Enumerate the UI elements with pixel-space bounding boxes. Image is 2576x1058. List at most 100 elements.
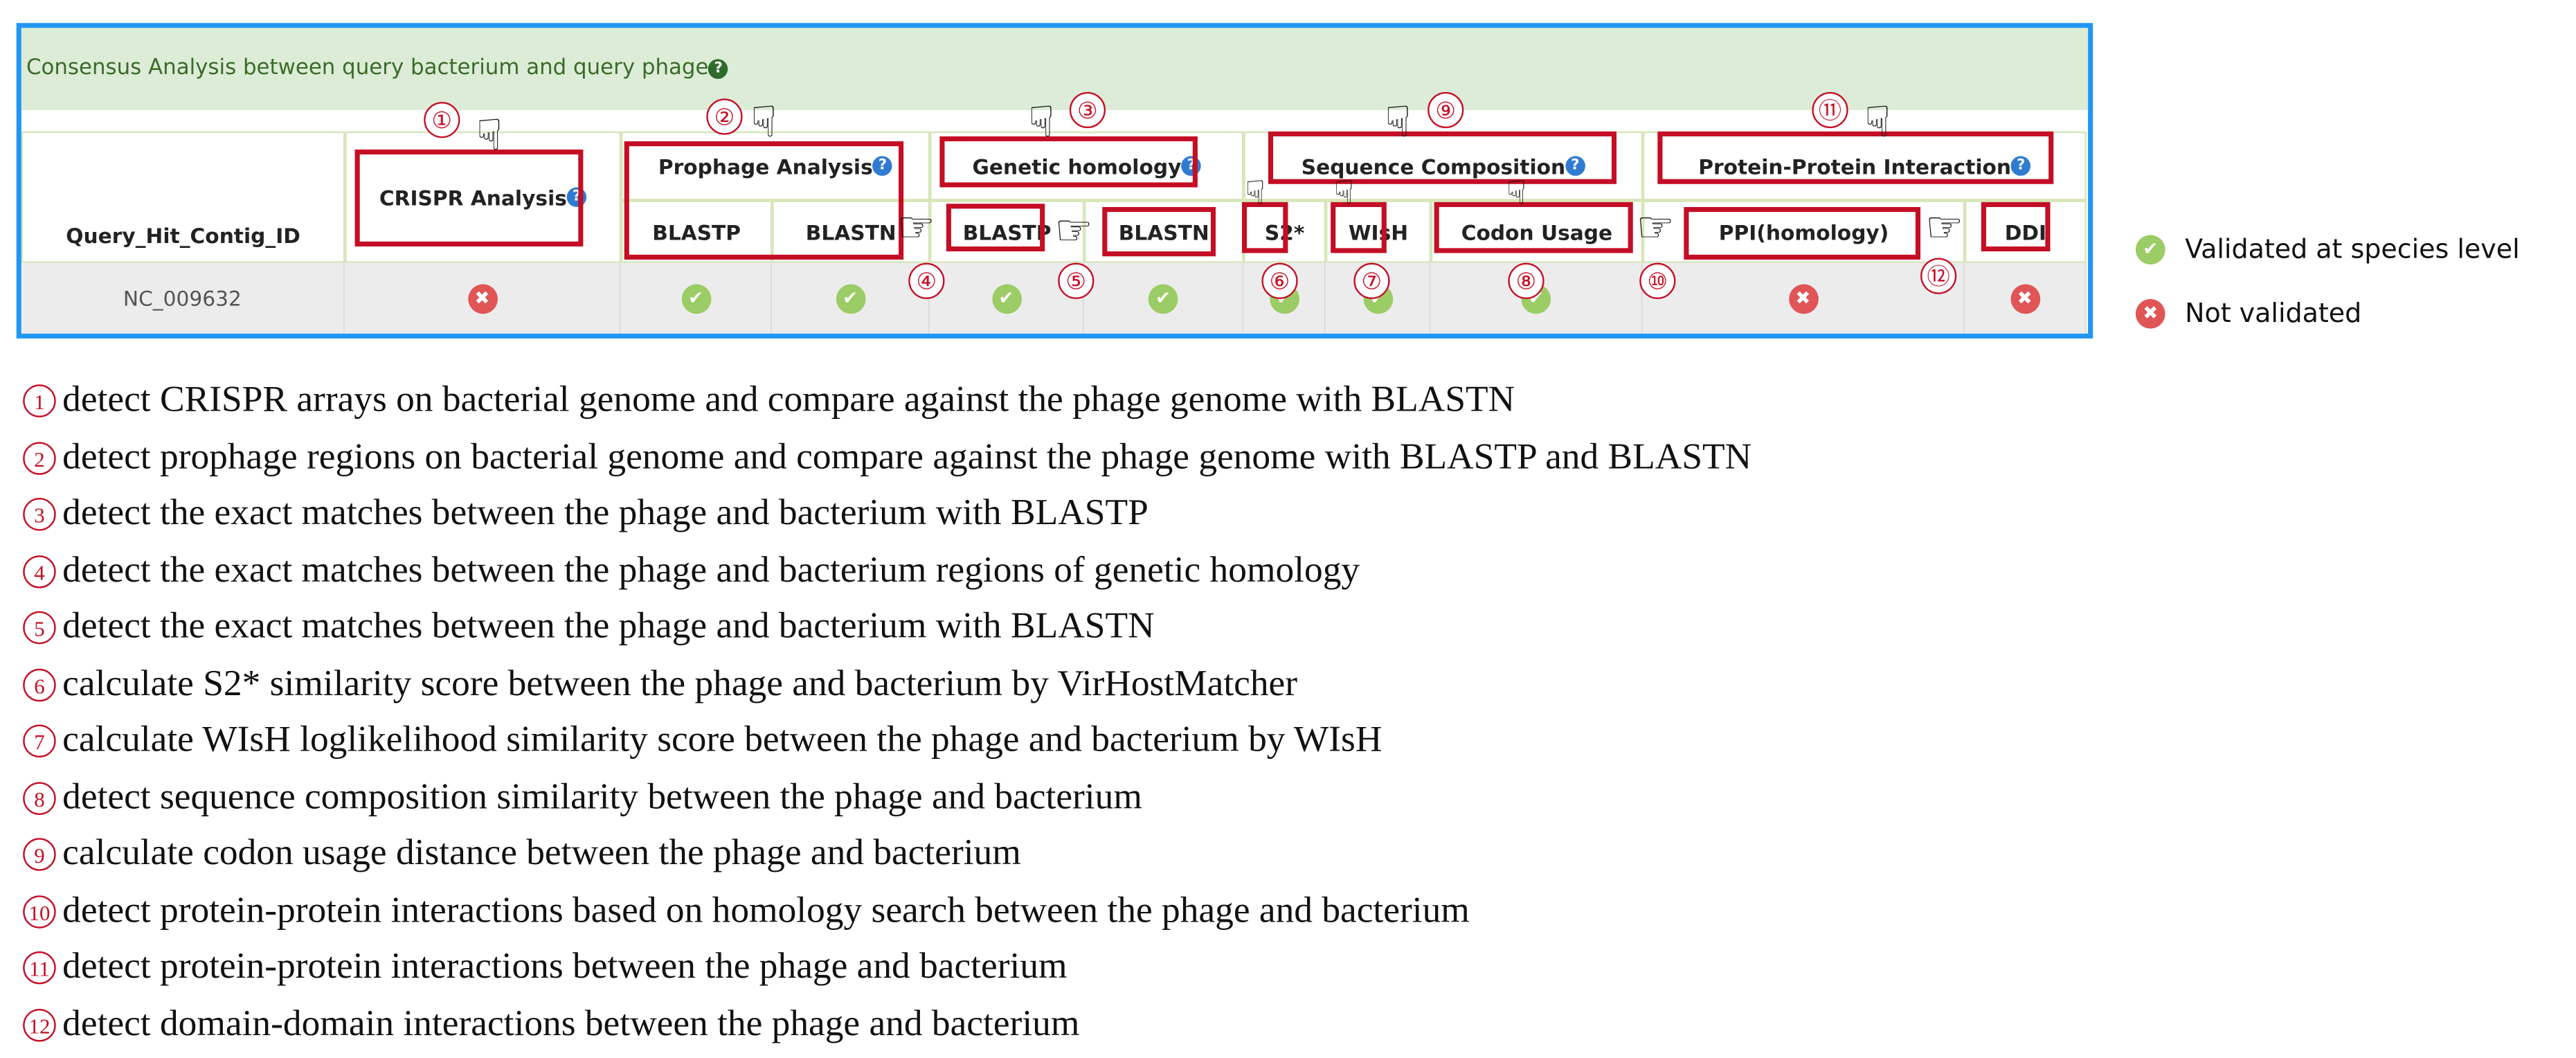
status-cell: ✔ [620, 262, 773, 334]
status-cell: ✖ [1965, 262, 2087, 334]
description-number: 6 [23, 667, 56, 701]
annotation-number: ① [424, 102, 460, 138]
description-text: detect the exact matches between the pha… [62, 604, 1155, 646]
status-cell: ✖ [345, 262, 621, 334]
description-text: detect protein-protein interactions betw… [62, 944, 1068, 986]
description-number: 5 [23, 611, 56, 645]
subheader-5: WIsH [1326, 200, 1431, 263]
description-text: detect domain-domain interactions betwee… [62, 1001, 1080, 1043]
highlight-box [1268, 131, 1617, 184]
description-number: 4 [23, 554, 56, 588]
group-label: Genetic homology [972, 153, 1182, 179]
subheader-6: Codon Usage [1430, 200, 1643, 263]
highlight-box [1241, 201, 1288, 253]
panel-header: Consensus Analysis between query bacteri… [21, 28, 2089, 110]
check-circle-icon: ✔ [991, 283, 1021, 314]
highlight-box [1434, 201, 1633, 253]
highlight-box [1684, 206, 1921, 260]
description-text: detect prophage regions on bacterial gen… [62, 434, 1752, 476]
subheader-label: DDI [2004, 219, 2047, 244]
x-circle-icon: ✖ [2010, 283, 2040, 314]
pointing-right-hand-icon: ☞ [1054, 206, 1093, 257]
legend-validated: ✔ Validated at species level [2135, 233, 2520, 265]
group-label: Sequence Composition [1301, 153, 1566, 179]
highlight-box [354, 149, 584, 246]
question-circle-icon[interactable]: ? [708, 58, 728, 78]
check-circle-icon: ✔ [681, 283, 711, 314]
subheader-3: BLASTN [1084, 200, 1244, 263]
group-crispr: CRISPR Analysis? [345, 131, 621, 263]
x-circle-icon: ✖ [467, 283, 497, 314]
pointing-down-hand-icon: ☟ [1864, 98, 1891, 148]
description-text: calculate WIsH loglikelihood similarity … [62, 718, 1382, 760]
pointing-down-hand-icon: ☟ [476, 111, 503, 161]
contig-id-cell: NC_009632 [21, 262, 345, 334]
group-label: Protein-Protein Interaction [1698, 153, 2012, 179]
description-text: detect sequence composition similarity b… [62, 774, 1142, 816]
legend-not-validated: ✖Not validated [2135, 297, 2362, 329]
description-text: detect the exact matches between the pha… [62, 548, 1360, 589]
check-circle-icon: ✔ [1148, 283, 1178, 314]
check-circle-icon: ✔ [2135, 234, 2165, 264]
pointing-down-hand-icon: ☟ [1506, 172, 1526, 213]
annotation-number: ⑩ [1639, 262, 1676, 299]
subheader-7: PPI(homology) [1643, 200, 1965, 263]
group-label: CRISPR Analysis [379, 184, 567, 210]
annotation-number: ⑦ [1353, 262, 1390, 299]
pointing-down-hand-icon: ☟ [1245, 172, 1266, 213]
subheader-1: BLASTN [772, 200, 930, 263]
description-number: 10 [23, 895, 56, 928]
help-icon[interactable]: ? [1565, 156, 1585, 176]
highlight-box [624, 141, 904, 260]
annotation-number: ⑨ [1427, 91, 1464, 129]
description-number: 7 [23, 724, 56, 757]
status-cell: ✖ [1643, 262, 1965, 334]
subheader-label: Codon Usage [1461, 219, 1613, 244]
id-header-label: Query_Hit_Contig_ID [66, 223, 300, 249]
annotation-number: ② [706, 98, 743, 135]
pointing-down-hand-icon: ☟ [1028, 98, 1055, 148]
description-text: detect the exact matches between the pha… [62, 491, 1149, 532]
highlight-box [1657, 131, 2054, 184]
annotation-number: ⑤ [1058, 262, 1095, 299]
help-icon[interactable]: ? [2011, 156, 2031, 176]
description-number: 12 [23, 1007, 56, 1041]
subheader-label: BLASTN [1118, 219, 1209, 244]
pointing-down-hand-icon: ☟ [750, 98, 777, 148]
highlight-box [939, 136, 1198, 188]
pointing-right-hand-icon: ☞ [897, 204, 935, 253]
description-text: calculate codon usage distance between t… [62, 831, 1021, 873]
legend-label: Validated at species level [2185, 233, 2520, 265]
group-prophage: Prophage Analysis? [620, 131, 930, 201]
annotation-number: ⑫ [1920, 258, 1957, 294]
description-number: 2 [23, 441, 56, 474]
contig-id[interactable]: NC_009632 [123, 285, 242, 311]
annotation-number: ③ [1069, 91, 1106, 129]
description-number: 1 [23, 384, 56, 418]
highlight-box [1331, 201, 1387, 253]
annotation-number: ⑥ [1261, 262, 1298, 299]
x-circle-icon: ✖ [1788, 283, 1818, 314]
legend-label: Not validated [2185, 297, 2362, 329]
panel-title: Consensus Analysis between query bacteri… [26, 55, 709, 81]
highlight-box [1981, 201, 2051, 252]
subheader-label: WIsH [1348, 219, 1409, 244]
pointing-right-hand-icon: ☞ [1925, 204, 1964, 253]
help-icon[interactable]: ? [872, 156, 893, 176]
subheader-0: BLASTP [620, 200, 773, 263]
pointing-right-hand-icon: ☞ [1636, 204, 1675, 253]
group-label: Prophage Analysis [658, 153, 873, 179]
pointing-down-hand-icon: ☟ [1385, 98, 1412, 148]
id-header: Query_Hit_Contig_ID [21, 131, 345, 263]
status-cell: ✔ [772, 262, 930, 334]
